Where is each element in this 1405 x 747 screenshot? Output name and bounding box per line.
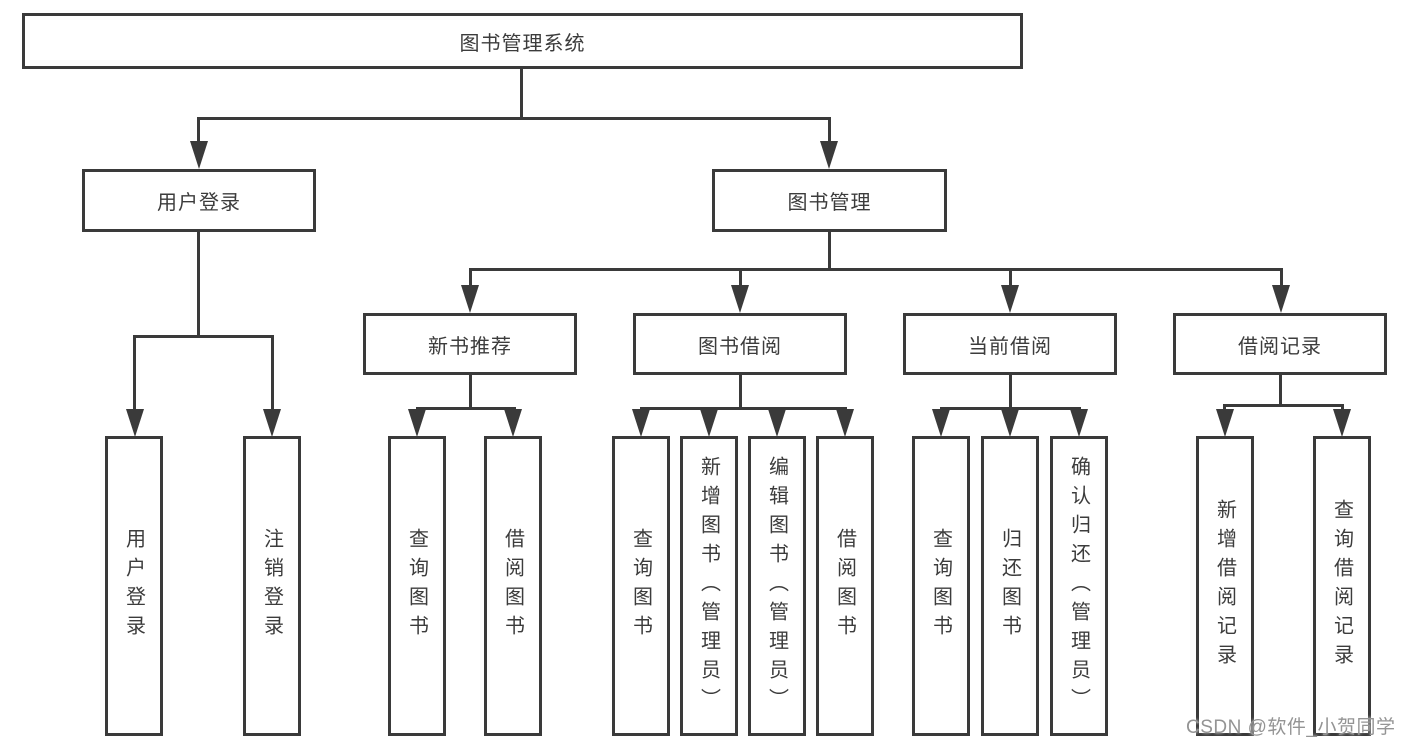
connector-line — [197, 117, 831, 120]
connector-line — [828, 117, 831, 144]
arrow-down-icon — [1216, 409, 1234, 437]
leaf-query-books: 查询图书 — [388, 436, 446, 736]
arrow-down-icon — [504, 409, 522, 437]
node-label: 借阅图书 — [833, 528, 856, 644]
node-label: 确认归还（管理员） — [1067, 455, 1090, 717]
leaf-return-books: 归还图书 — [981, 436, 1039, 736]
connector-line — [1009, 375, 1012, 410]
arrow-down-icon — [1001, 409, 1019, 437]
connector-line — [197, 117, 200, 144]
arrow-down-icon — [700, 409, 718, 437]
connector-line — [469, 375, 472, 410]
arrow-down-icon — [1001, 285, 1019, 313]
connector-line — [1223, 404, 1226, 413]
arrow-down-icon — [632, 409, 650, 437]
leaf-edit-books-admin: 编辑图书（管理员） — [748, 436, 806, 736]
connector-line — [197, 232, 200, 338]
arrow-down-icon — [190, 141, 208, 169]
node-label: 用户登录 — [122, 528, 145, 644]
node-book-management: 图书管理 — [712, 169, 947, 232]
node-user-login: 用户登录 — [82, 169, 316, 232]
node-label: 查询图书 — [629, 528, 652, 644]
node-label: 新增图书（管理员） — [697, 455, 720, 717]
arrow-down-icon — [820, 141, 838, 169]
connector-line — [1280, 268, 1283, 292]
connector-line — [1223, 404, 1344, 407]
arrow-down-icon — [408, 409, 426, 437]
connector-line — [640, 407, 847, 410]
leaf-borrow-books: 借阅图书 — [484, 436, 542, 736]
node-label: 图书管理系统 — [459, 32, 586, 55]
leaf-query-books: 查询图书 — [612, 436, 670, 736]
connector-line — [133, 335, 136, 413]
node-label: 查询图书 — [929, 528, 952, 644]
node-label: 当前借阅 — [968, 335, 1052, 358]
leaf-query-books: 查询图书 — [912, 436, 970, 736]
connector-line — [1009, 268, 1012, 292]
connector-line — [416, 407, 516, 410]
arrow-down-icon — [461, 285, 479, 313]
arrow-down-icon — [126, 409, 144, 437]
connector-line — [940, 407, 1081, 410]
connector-line — [520, 69, 523, 119]
node-label: 图书借阅 — [698, 335, 782, 358]
node-new-book-recommendation: 新书推荐 — [363, 313, 577, 375]
connector-line — [133, 335, 274, 338]
arrow-down-icon — [932, 409, 950, 437]
connector-line — [1341, 404, 1344, 413]
arrow-down-icon — [1272, 285, 1290, 313]
node-label: 图书管理 — [787, 192, 872, 214]
leaf-borrow-books: 借阅图书 — [816, 436, 874, 736]
node-borrowing-records: 借阅记录 — [1173, 313, 1387, 375]
node-label: 新书推荐 — [428, 335, 512, 358]
arrow-down-icon — [1333, 409, 1351, 437]
node-label: 用户登录 — [157, 192, 241, 214]
connector-line — [828, 232, 831, 271]
connector-line — [739, 375, 742, 410]
leaf-query-borrow-record: 查询借阅记录 — [1313, 436, 1371, 736]
leaf-user-login: 用户登录 — [105, 436, 163, 736]
arrow-down-icon — [731, 285, 749, 313]
arrow-down-icon — [263, 409, 281, 437]
leaf-add-books-admin: 新增图书（管理员） — [680, 436, 738, 736]
node-label: 查询图书 — [405, 528, 428, 644]
node-current-borrowing: 当前借阅 — [903, 313, 1117, 375]
node-label: 注销登录 — [260, 528, 283, 644]
arrow-down-icon — [836, 409, 854, 437]
connector-line — [469, 268, 1283, 271]
watermark-text: CSDN @软件_小贺同学 — [1186, 717, 1396, 738]
arrow-down-icon — [768, 409, 786, 437]
node-library-management-system: 图书管理系统 — [22, 13, 1023, 69]
connector-line — [739, 268, 742, 292]
connector-line — [469, 268, 472, 292]
connector-line — [271, 335, 274, 413]
node-label: 借阅记录 — [1238, 335, 1322, 358]
node-book-borrowing: 图书借阅 — [633, 313, 847, 375]
arrow-down-icon — [1070, 409, 1088, 437]
leaf-logout: 注销登录 — [243, 436, 301, 736]
connector-line — [1279, 375, 1282, 407]
node-label: 借阅图书 — [501, 528, 524, 644]
node-label: 归还图书 — [998, 528, 1021, 644]
node-label: 查询借阅记录 — [1330, 499, 1353, 673]
leaf-confirm-return-admin: 确认归还（管理员） — [1050, 436, 1108, 736]
node-label: 编辑图书（管理员） — [765, 455, 788, 717]
leaf-add-borrow-record: 新增借阅记录 — [1196, 436, 1254, 736]
node-label: 新增借阅记录 — [1213, 499, 1236, 673]
